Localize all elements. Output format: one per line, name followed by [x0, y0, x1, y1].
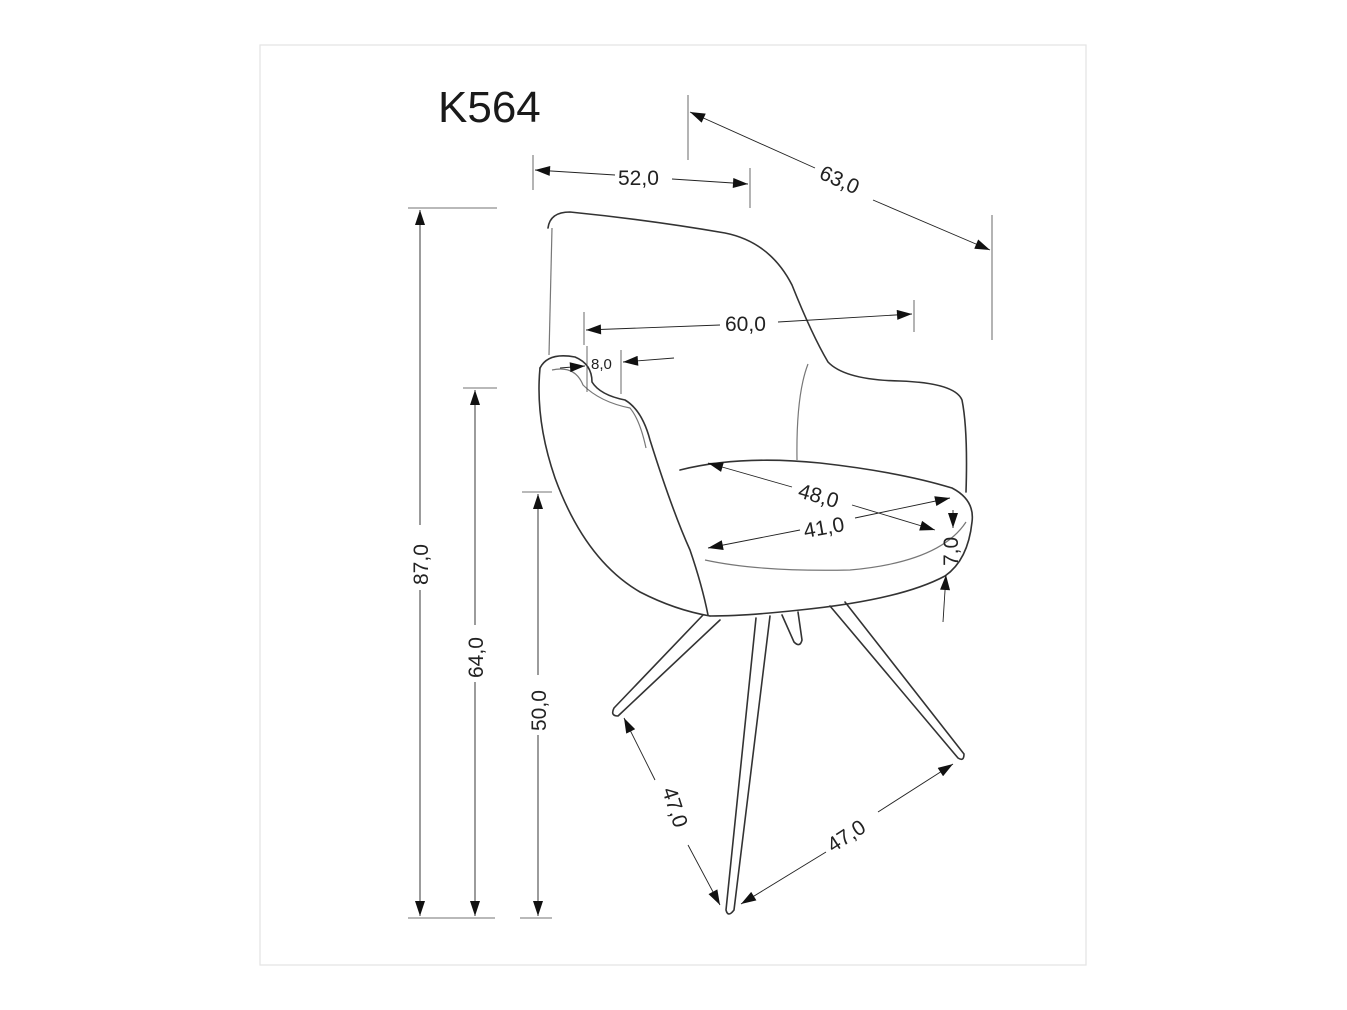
dim-label-leg-span-left: 47,0	[657, 784, 692, 830]
dim-label-seat-height: 50,0	[528, 690, 551, 731]
dim-label-armrest-height: 64,0	[465, 637, 488, 678]
dim-seat-thickness: 7,0	[940, 510, 963, 623]
dim-armrest-width: 8,0	[559, 346, 675, 394]
dim-width-top: 52,0	[532, 155, 751, 208]
dim-label-leg-span-right: 47,0	[823, 816, 870, 858]
dim-depth: 63,0	[687, 95, 993, 340]
model-title: K564	[438, 83, 541, 132]
dim-width-arms: 60,0	[583, 300, 915, 345]
dim-label-seat-thickness: 7,0	[940, 537, 963, 566]
dim-label-armrest-width: 8,0	[591, 356, 612, 373]
dim-label-depth: 63,0	[816, 162, 863, 200]
dim-heights: 87,0 64,0 50,0	[408, 207, 552, 919]
dim-label-width-top: 52,0	[618, 167, 659, 190]
dim-leg-span-left: 47,0	[623, 717, 721, 906]
dim-leg-span-right: 47,0	[740, 763, 954, 905]
dim-label-seat-width: 41,0	[802, 513, 846, 543]
dim-label-seat-depth: 48,0	[796, 480, 842, 513]
drawing-frame	[259, 44, 1087, 966]
dim-label-width-arms: 60,0	[725, 313, 766, 336]
dim-label-total-height: 87,0	[410, 544, 433, 585]
